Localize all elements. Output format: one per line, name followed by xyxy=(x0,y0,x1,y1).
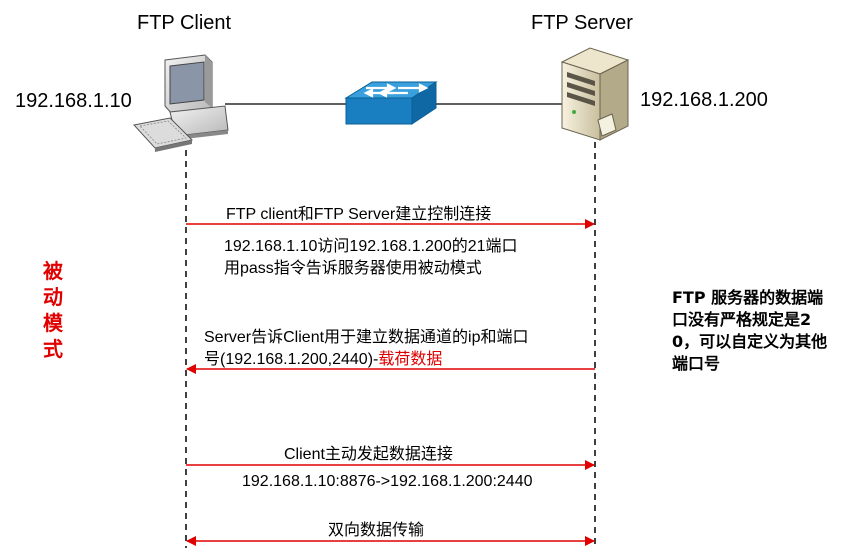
message-control-connection: FTP client和FTP Server建立控制连接 xyxy=(226,206,492,223)
message-server-reply-1: Server告诉Client用于建立数据通道的ip和端口 xyxy=(204,329,529,346)
message-data-detail: 192.168.1.10:8876->192.168.1.200:2440 xyxy=(242,473,533,490)
message-server-reply-endpoint: 号(192.168.1.200,2440)- xyxy=(204,351,379,368)
computer-icon xyxy=(133,54,229,152)
server-icon xyxy=(560,47,630,141)
payload-label: 载荷数据 xyxy=(378,351,443,368)
message-bidirectional-transfer: 双向数据传输 xyxy=(328,522,425,539)
switch-icon xyxy=(344,81,438,125)
mode-label: 被动模式 xyxy=(43,259,63,361)
side-note: FTP 服务器的数据端口没有严格规定是20，可以自定义为其他端口号 xyxy=(672,288,828,373)
message-data-connection: Client主动发起数据连接 xyxy=(284,446,453,463)
message-control-detail-2: 用pass指令告诉服务器使用被动模式 xyxy=(224,260,482,277)
client-title: FTP Client xyxy=(137,12,232,34)
message-control-detail-1: 192.168.1.10访问192.168.1.200的21端口 xyxy=(224,238,518,255)
server-title: FTP Server xyxy=(531,12,633,34)
server-ip: 192.168.1.200 xyxy=(640,89,768,111)
message-server-reply-2: 号(192.168.1.200,2440)-载荷数据 xyxy=(204,345,442,369)
client-ip: 192.168.1.10 xyxy=(15,90,132,112)
